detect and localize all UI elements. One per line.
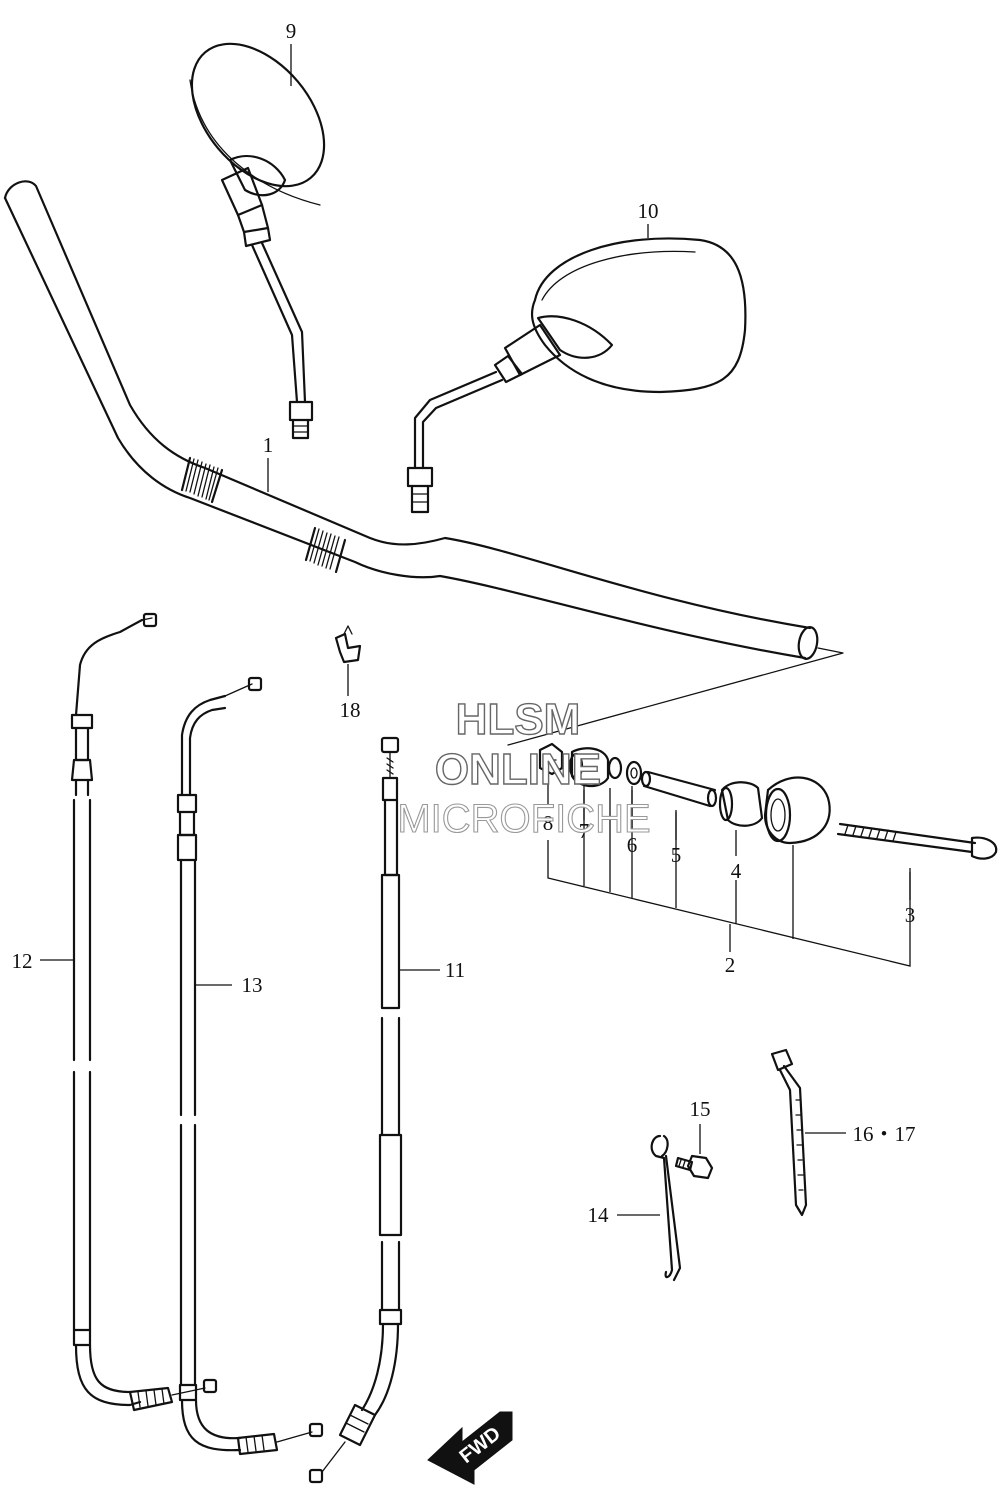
callout-6: 6	[627, 833, 638, 857]
fwd-badge: FWD	[427, 1411, 513, 1485]
callout-1: 1	[263, 433, 274, 457]
callout-3: 3	[905, 903, 916, 927]
callout-15: 15	[690, 1097, 711, 1121]
bolt-15[interactable]	[674, 1154, 714, 1180]
cable-12[interactable]	[70, 612, 218, 1412]
clip-18[interactable]	[334, 625, 362, 664]
cable-11[interactable]	[308, 736, 403, 1484]
watermark: HLSM ONLINE MICROFICHE	[397, 694, 651, 841]
clamp-14[interactable]	[650, 1134, 682, 1282]
callout-10: 10	[638, 199, 659, 223]
callout-7: 7	[579, 819, 590, 843]
cable-tie-16-17[interactable]	[770, 1048, 808, 1217]
callout-13: 13	[242, 973, 263, 997]
right-mirror[interactable]	[406, 237, 747, 514]
left-mirror[interactable]	[165, 19, 350, 440]
callout-12: 12	[12, 949, 33, 973]
callout-11: 11	[445, 958, 465, 982]
watermark-line-2: ONLINE	[435, 745, 601, 794]
callout-4: 4	[731, 859, 742, 883]
callout-5: 5	[671, 843, 682, 867]
callout-16-17: 16・17	[853, 1122, 916, 1146]
callout-2: 2	[725, 953, 736, 977]
explode-line-upper	[507, 647, 844, 746]
callout-8: 8	[543, 811, 554, 835]
callout-9: 9	[286, 19, 297, 43]
handlebar[interactable]	[3, 180, 820, 660]
callout-18: 18	[340, 698, 361, 722]
leader-bracket-2	[547, 786, 911, 967]
watermark-line-1: HLSM	[456, 695, 581, 744]
callout-14: 14	[588, 1203, 610, 1227]
fwd-arrow-icon	[427, 1411, 513, 1485]
cable-13[interactable]	[176, 676, 324, 1456]
watermark-line-3: MICROFICHE	[397, 797, 650, 841]
bar-end-weight-assembly[interactable]	[538, 742, 998, 860]
callout-labels: 1 2 3 4 5 6 7 8 9 10 11 12 13 14 15 16・1…	[12, 19, 916, 1227]
